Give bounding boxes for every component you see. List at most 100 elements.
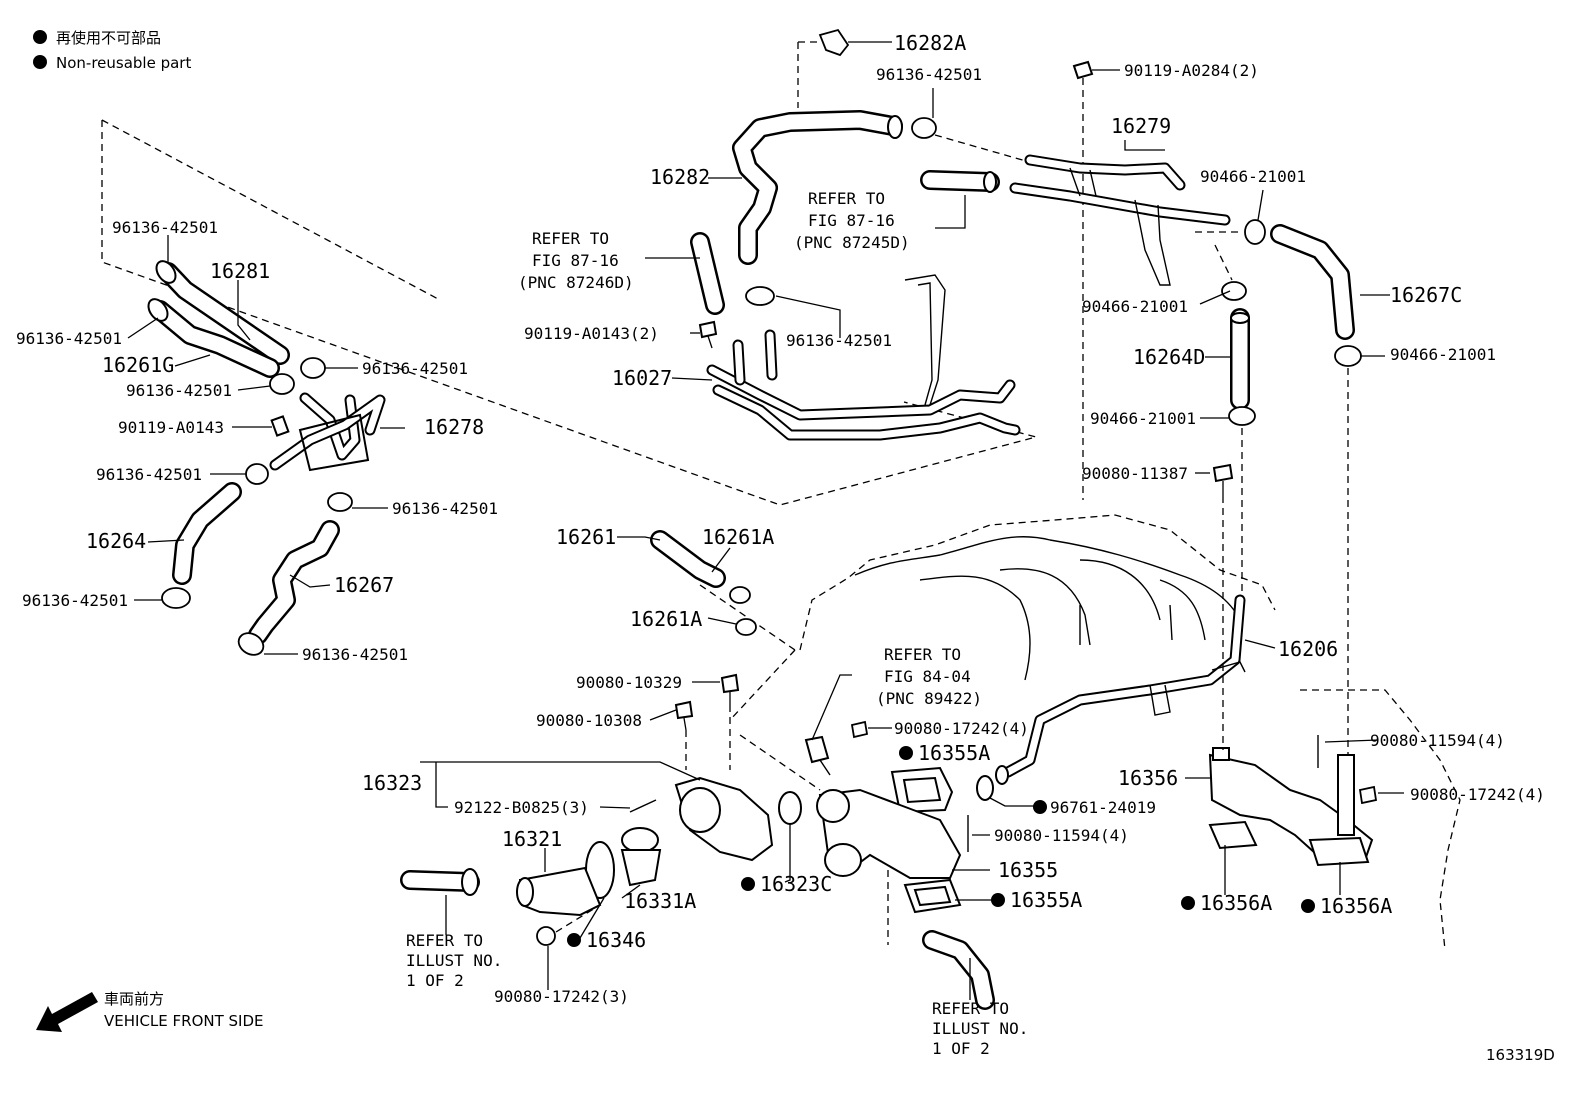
label-90080-17242-4b: 90080-17242(4): [1410, 785, 1545, 804]
label-90119-A0284: 90119-A0284(2): [1124, 61, 1259, 80]
bypass-pipe-group: [1208, 735, 1378, 867]
label-96136-mid: 96136-42501: [786, 331, 892, 350]
label-16356A-b: 16356A: [1320, 894, 1392, 918]
label-16261A-a: 16261A: [702, 525, 774, 549]
ref-illust-right-l2: ILLUST NO.: [932, 1019, 1028, 1038]
legend: 再使用不可部品 Non-reusable part: [33, 29, 191, 72]
label-96136-l1: 96136-42501: [112, 218, 218, 237]
ref-89422-l2: FIG 84-04: [884, 667, 971, 686]
label-90080-11387: 90080-11387: [1082, 464, 1188, 483]
ref-illust-left-l3: 1 OF 2: [406, 971, 464, 990]
non-reusable-bullet-icon: [991, 893, 1005, 907]
label-96136-l6: 96136-42501: [392, 499, 498, 518]
label-90466-b: 90466-21001: [1082, 297, 1188, 316]
ref-87245d-l1: REFER TO: [808, 189, 885, 208]
ref-illust-right-l3: 1 OF 2: [932, 1039, 990, 1058]
non-reusable-bullet-icon: [33, 55, 47, 69]
ref-87246d-l3: (PNC 87246D): [518, 273, 634, 292]
label-96761-24019: 96761-24019: [1050, 798, 1156, 817]
label-90466-a: 90466-21001: [1200, 167, 1306, 186]
thermostat-group: [400, 673, 802, 946]
label-16261: 16261: [556, 525, 616, 549]
vehicle-front-indicator: 車両前方 VEHICLE FRONT SIDE: [36, 990, 264, 1032]
label-96136-l3: 96136-42501: [362, 359, 468, 378]
label-90080-17242-3: 90080-17242(3): [494, 987, 629, 1006]
label-92122-B0825: 92122-B0825(3): [454, 798, 589, 817]
non-reusable-bullet-icon: [567, 933, 581, 947]
label-90080-11594-4a: 90080-11594(4): [994, 826, 1129, 845]
label-90119-A0143: 90119-A0143: [118, 418, 224, 437]
label-16355: 16355: [998, 858, 1058, 882]
label-90080-17242-4a: 90080-17242(4): [894, 719, 1029, 738]
non-reusable-bullet-icon: [899, 746, 913, 760]
non-reusable-bullet-icon: [1301, 899, 1315, 913]
label-16261A-b: 16261A: [630, 607, 702, 631]
label-96136-top: 96136-42501: [876, 65, 982, 84]
direction-jp: 車両前方: [104, 990, 164, 1008]
label-90080-10329: 90080-10329: [576, 673, 682, 692]
label-16278: 16278: [424, 415, 484, 439]
leader-lines: [127, 41, 1404, 1000]
top-right-pipes: [1009, 60, 1362, 760]
water-outlet-group: [739, 720, 995, 1010]
label-16356: 16356: [1118, 766, 1178, 790]
label-16282: 16282: [650, 165, 710, 189]
labels: 16282A 96136-42501 90119-A0284(2) 16279 …: [16, 31, 1545, 1058]
direction-en: VEHICLE FRONT SIDE: [104, 1012, 264, 1030]
subassembly-dashed-outline: [101, 120, 1039, 506]
label-16261G: 16261G: [102, 353, 174, 377]
subassembly-dashed-outline: [101, 119, 441, 301]
intake-manifold-outline: [799, 514, 1461, 951]
ref-illust-left-l2: ILLUST NO.: [406, 951, 502, 970]
label-16279: 16279: [1111, 114, 1171, 138]
label-90466-c: 90466-21001: [1090, 409, 1196, 428]
ref-87245d-l3: (PNC 87245D): [794, 233, 910, 252]
label-90080-11594-4b: 90080-11594(4): [1370, 731, 1505, 750]
front-direction-arrow-icon: [36, 992, 98, 1032]
ref-illust-right-l1: REFER TO: [932, 999, 1009, 1018]
label-90119-A0143-2: 90119-A0143(2): [524, 324, 659, 343]
ref-illust-left-l1: REFER TO: [406, 931, 483, 950]
label-96136-l8: 96136-42501: [302, 645, 408, 664]
label-96136-l2: 96136-42501: [16, 329, 122, 348]
left-hose-group: [147, 260, 386, 656]
label-96136-l4: 96136-42501: [126, 381, 232, 400]
top-center-hoses: [690, 28, 1041, 441]
label-16355A-b: 16355A: [1010, 888, 1082, 912]
legend-en: Non-reusable part: [56, 54, 191, 72]
non-reusable-bullet-icon: [1181, 896, 1195, 910]
label-16323C: 16323C: [760, 872, 832, 896]
label-16282A: 16282A: [894, 31, 966, 55]
ref-89422-l1: REFER TO: [884, 645, 961, 664]
ref-87246d-l1: REFER TO: [532, 229, 609, 248]
label-16027: 16027: [612, 366, 672, 390]
hose-16261: [650, 530, 796, 721]
label-90466-d: 90466-21001: [1390, 345, 1496, 364]
legend-jp: 再使用不可部品: [56, 29, 161, 47]
pipe-16206: [995, 594, 1246, 785]
label-16321: 16321: [502, 827, 562, 851]
label-90080-10308: 90080-10308: [536, 711, 642, 730]
label-16356A-a: 16356A: [1200, 891, 1272, 915]
label-16264: 16264: [86, 529, 146, 553]
bolts: [1212, 463, 1234, 750]
label-16206: 16206: [1278, 637, 1338, 661]
label-16264D: 16264D: [1133, 345, 1205, 369]
label-16267C: 16267C: [1390, 283, 1462, 307]
label-16267: 16267: [334, 573, 394, 597]
label-16331A: 16331A: [624, 889, 696, 913]
label-96136-l7: 96136-42501: [22, 591, 128, 610]
ref-89422-l3: (PNC 89422): [876, 689, 982, 708]
label-16281: 16281: [210, 259, 270, 283]
label-16346: 16346: [586, 928, 646, 952]
non-reusable-bullet-icon: [1033, 800, 1047, 814]
label-96136-l5: 96136-42501: [96, 465, 202, 484]
non-reusable-bullet-icon: [741, 877, 755, 891]
label-16323: 16323: [362, 771, 422, 795]
ref-87246d-l2: FIG 87-16: [532, 251, 619, 270]
ref-87245d-l2: FIG 87-16: [808, 211, 895, 230]
label-16355A-a: 16355A: [918, 741, 990, 765]
non-reusable-bullet-icon: [33, 30, 47, 44]
diagram-id: 163319D: [1486, 1046, 1555, 1064]
